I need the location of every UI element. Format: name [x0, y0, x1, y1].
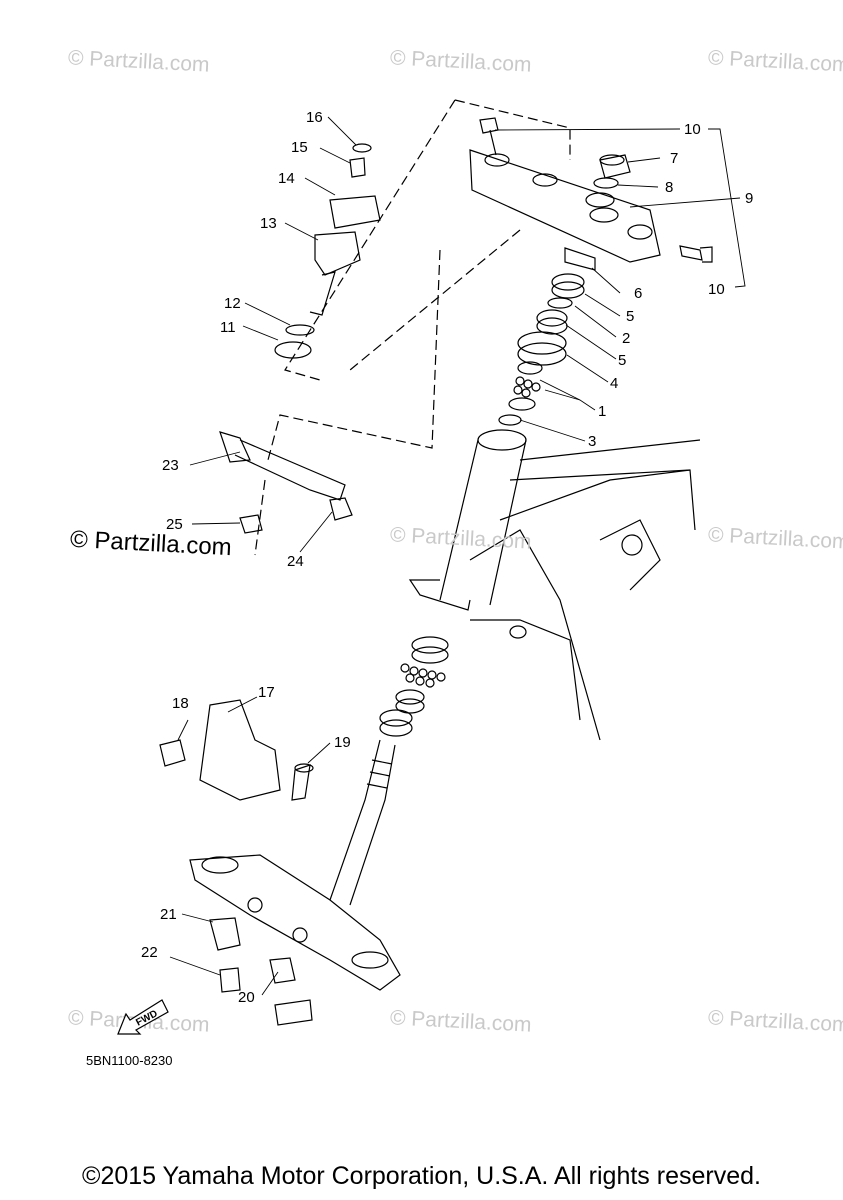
- callout-9: 9: [745, 190, 754, 207]
- callout-5: 5: [626, 308, 635, 325]
- copyright-footer: ©2015 Yamaha Motor Corporation, U.S.A. A…: [82, 1162, 761, 1190]
- callout-12: 12: [224, 295, 241, 312]
- fwd-label: FWD: [134, 1008, 159, 1028]
- callout-11: 11: [220, 319, 236, 336]
- callout-3: 3: [588, 433, 597, 450]
- callout-1: 1: [598, 403, 607, 420]
- callout-20: 20: [238, 989, 255, 1006]
- callout-15: 15: [291, 139, 308, 156]
- callout-8: 8: [665, 179, 674, 196]
- diagram-code: 5BN1100-8230: [86, 1053, 173, 1068]
- callout-18: 18: [172, 695, 189, 712]
- callout-24: 24: [287, 553, 304, 570]
- callout-25: 25: [166, 516, 183, 533]
- fwd-arrow-icon: FWD: [117, 999, 169, 1035]
- callout-19: 19: [334, 734, 351, 751]
- callout-13: 13: [260, 215, 277, 232]
- callout-23: 23: [162, 457, 179, 474]
- callout-14: 14: [278, 170, 295, 187]
- callout-10: 10: [684, 121, 701, 138]
- callout-5: 5: [618, 352, 627, 369]
- callout-4: 4: [610, 375, 619, 392]
- callout-6: 6: [634, 285, 643, 302]
- callout-21: 21: [160, 906, 177, 923]
- callout-16: 16: [306, 109, 323, 126]
- callout-7: 7: [670, 150, 679, 167]
- callout-2: 2: [622, 330, 631, 347]
- callout-17: 17: [258, 684, 275, 701]
- callout-22: 22: [141, 944, 158, 961]
- callout-10: 10: [708, 281, 725, 298]
